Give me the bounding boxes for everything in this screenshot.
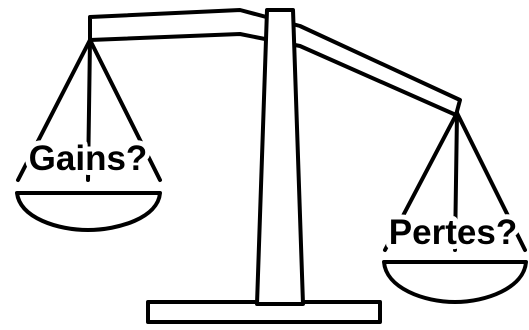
scale-post	[257, 10, 303, 304]
left-pan	[17, 193, 160, 230]
right-pan-label: Pertes?	[389, 213, 517, 252]
right-pan	[384, 262, 526, 302]
left-pan-label: Gains?	[29, 139, 148, 178]
